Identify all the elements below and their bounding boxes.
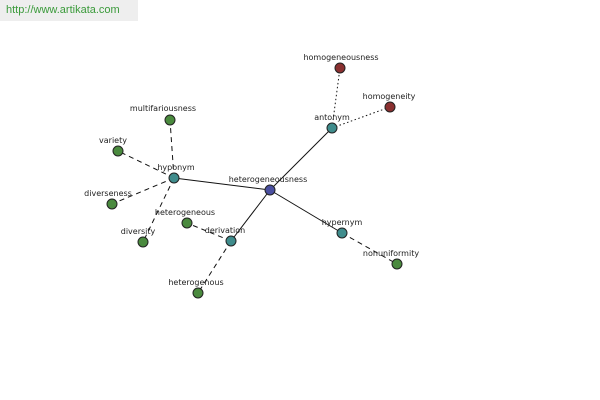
node-label-nonuniformity: nonuniformity (363, 249, 419, 258)
node-label-heterogenous: heterogenous (168, 278, 223, 287)
edge-hyponym-diversity (142, 177, 175, 243)
edge-heterogeneousness-hyponym (173, 177, 271, 191)
node-label-derivation: derivation (205, 226, 245, 235)
node-label-multifariousness: multifariousness (130, 104, 196, 113)
node-label-heterogeneousness: heterogeneousness (229, 175, 308, 184)
node-hypernym[interactable] (336, 227, 348, 239)
edge-hyponym-multifariousness (169, 119, 175, 179)
node-hyponym[interactable] (168, 172, 180, 184)
edge-hyponym-variety (117, 150, 175, 179)
edge-hyponym-diverseness (111, 177, 175, 205)
node-nonuniformity[interactable] (391, 258, 403, 270)
labels-layer: heterogeneousness hyponym antonym derivatio… (84, 53, 419, 287)
node-heterogeneous[interactable] (181, 217, 193, 229)
node-diverseness[interactable] (106, 198, 118, 210)
node-heterogenous[interactable] (192, 287, 204, 299)
node-homogeneousness[interactable] (334, 62, 346, 74)
node-label-heterogeneous: heterogeneous (155, 208, 215, 217)
node-label-diversity: diversity (121, 227, 156, 236)
edge-derivation-heterogeneous (186, 222, 232, 242)
node-homogeneity[interactable] (384, 101, 396, 113)
edges-layer (111, 67, 398, 294)
nodes-layer (106, 62, 403, 299)
node-label-diverseness: diverseness (84, 189, 132, 198)
edge-hypernym-nonuniformity (341, 232, 398, 265)
node-label-homogeneity: homogeneity (363, 92, 416, 101)
node-label-antonym: antonym (314, 113, 350, 122)
node-multifariousness[interactable] (164, 114, 176, 126)
node-label-hyponym: hyponym (157, 163, 195, 172)
node-derivation[interactable] (225, 235, 237, 247)
node-label-variety: variety (99, 136, 127, 145)
node-antonym[interactable] (326, 122, 338, 134)
edge-heterogeneousness-hypernym (269, 189, 343, 234)
edge-heterogeneousness-antonym (269, 127, 333, 191)
node-label-hypernym: hypernym (322, 218, 363, 227)
node-diversity[interactable] (137, 236, 149, 248)
watermark-url: http://www.artikata.com (0, 0, 138, 21)
node-heterogeneousness[interactable] (264, 184, 276, 196)
node-label-homogeneousness: homogeneousness (303, 53, 378, 62)
node-variety[interactable] (112, 145, 124, 157)
edge-derivation-heterogenous (197, 240, 232, 294)
edge-heterogeneousness-derivation (230, 189, 271, 242)
